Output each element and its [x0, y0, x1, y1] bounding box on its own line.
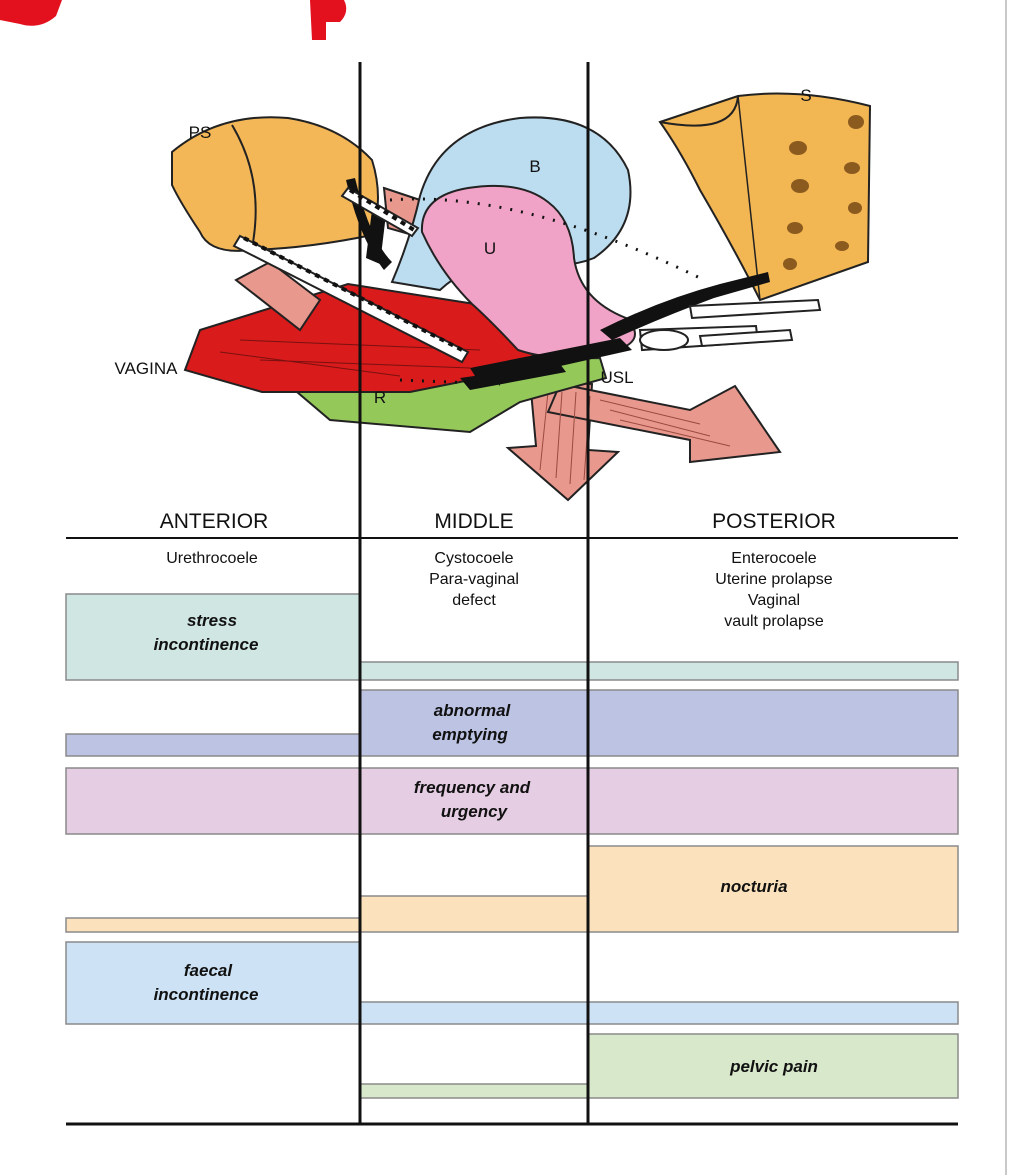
- condition-middle-2: Para-vaginal: [429, 571, 519, 588]
- zone-header-middle: MIDDLE: [434, 510, 513, 533]
- condition-posterior-4: vault prolapse: [724, 613, 824, 630]
- symptom-stress-line2: incontinence: [154, 635, 259, 654]
- symptom-stress-line1: stress: [187, 611, 237, 630]
- condition-posterior-2: Uterine prolapse: [715, 571, 833, 588]
- zone-headers: ANTERIOR MIDDLE POSTERIOR: [160, 510, 836, 533]
- symptom-frequency-line2: urgency: [441, 802, 509, 821]
- condition-anterior-1: Urethrocoele: [166, 550, 258, 567]
- condition-middle-1: Cystocoele: [434, 550, 513, 567]
- anatomy-illustration: PS S B U VAGINA R USL: [115, 86, 870, 500]
- symptom-faecal-line1: faecal: [184, 961, 233, 980]
- zone-header-posterior: POSTERIOR: [712, 510, 836, 533]
- label-ps: PS: [189, 123, 212, 142]
- symptom-faecal-line2: incontinence: [154, 985, 259, 1004]
- label-s: S: [800, 86, 811, 105]
- symptom-bands: [66, 594, 958, 1098]
- band-abnormal-emptying: [66, 690, 958, 756]
- band-pelvic-pain: [360, 1034, 958, 1098]
- symptom-frequency-line1: frequency and: [414, 778, 531, 797]
- label-vagina: VAGINA: [115, 359, 179, 378]
- symptom-emptying-line1: abnormal: [434, 701, 512, 720]
- condition-posterior-1: Enterocoele: [731, 550, 816, 567]
- symptom-pelvic-pain: pelvic pain: [729, 1057, 818, 1076]
- sacrum: [660, 94, 870, 300]
- label-b: B: [529, 157, 540, 176]
- label-r: R: [374, 388, 386, 407]
- label-usl: USL: [600, 368, 633, 387]
- band-nocturia: [66, 846, 958, 932]
- symptom-nocturia: nocturia: [720, 877, 787, 896]
- condition-middle-3: defect: [452, 592, 496, 609]
- zone-header-anterior: ANTERIOR: [160, 510, 269, 533]
- condition-posterior-3: Vaginal: [748, 592, 800, 609]
- cropped-title-fragment: [0, 0, 346, 40]
- label-u: U: [484, 239, 496, 258]
- band-faecal-incontinence: [66, 942, 958, 1024]
- muscle-arrows: [508, 380, 780, 500]
- symptom-emptying-line2: emptying: [432, 725, 508, 744]
